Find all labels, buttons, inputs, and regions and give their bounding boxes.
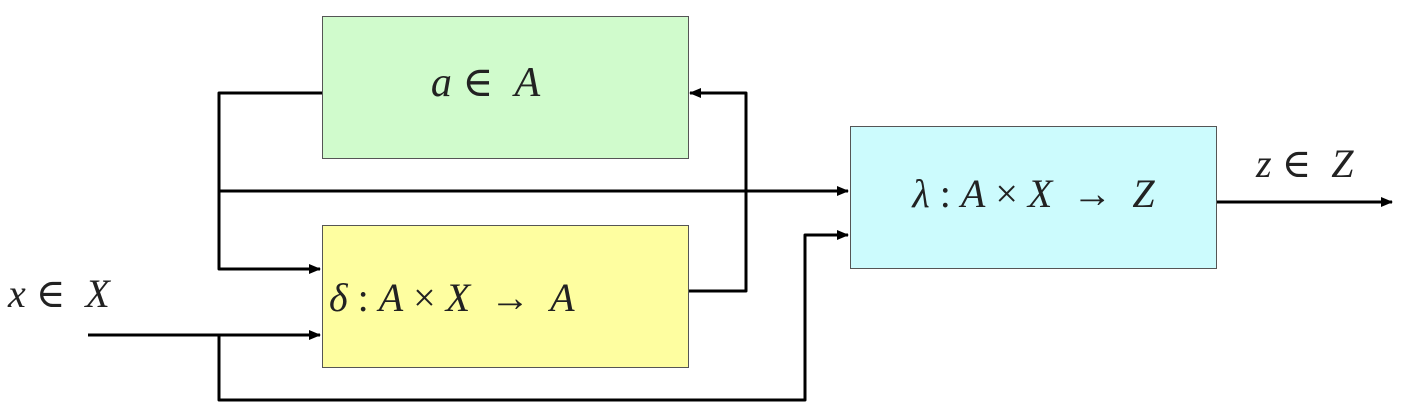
state-symbol: a <box>430 59 452 106</box>
maps-to-arrow: → <box>1072 171 1113 216</box>
state-set: A <box>514 59 541 106</box>
times: × <box>995 171 1018 216</box>
times: × <box>413 275 436 320</box>
state-to-bus-line <box>217 91 322 274</box>
state-label: a ∈ A <box>431 57 540 107</box>
output-label: z ∈ Z <box>1256 140 1353 187</box>
lambda-symbol: λ <box>912 171 930 216</box>
set-x: X <box>445 275 471 320</box>
input-symbol: x <box>8 271 26 316</box>
set-a: A <box>960 171 986 216</box>
transition-box: δ : A × X → A <box>322 225 689 368</box>
element-of: ∈ <box>1281 141 1312 186</box>
set-x: X <box>1027 171 1053 216</box>
transition-label: δ : A × X → A <box>329 274 575 321</box>
element-of: ∈ <box>462 59 494 106</box>
set-a: A <box>378 275 404 320</box>
input-label: x ∈ X <box>8 270 110 317</box>
output-box: λ : A × X → Z <box>850 126 1217 269</box>
input-set: X <box>85 271 110 316</box>
delta-symbol: δ <box>329 275 348 320</box>
result-set: Z <box>1132 171 1155 216</box>
result-set: A <box>550 275 575 320</box>
output-set: Z <box>1331 141 1354 186</box>
colon: : <box>939 171 951 216</box>
transition-to-state-line <box>688 88 748 293</box>
colon: : <box>357 275 369 320</box>
state-box: a ∈ A <box>322 16 689 159</box>
element-of: ∈ <box>35 271 66 316</box>
maps-to-arrow: → <box>490 275 531 320</box>
input-to-output-line <box>217 230 849 402</box>
output-symbol: z <box>1256 141 1272 186</box>
output-function-label: λ : A × X → Z <box>912 170 1154 217</box>
